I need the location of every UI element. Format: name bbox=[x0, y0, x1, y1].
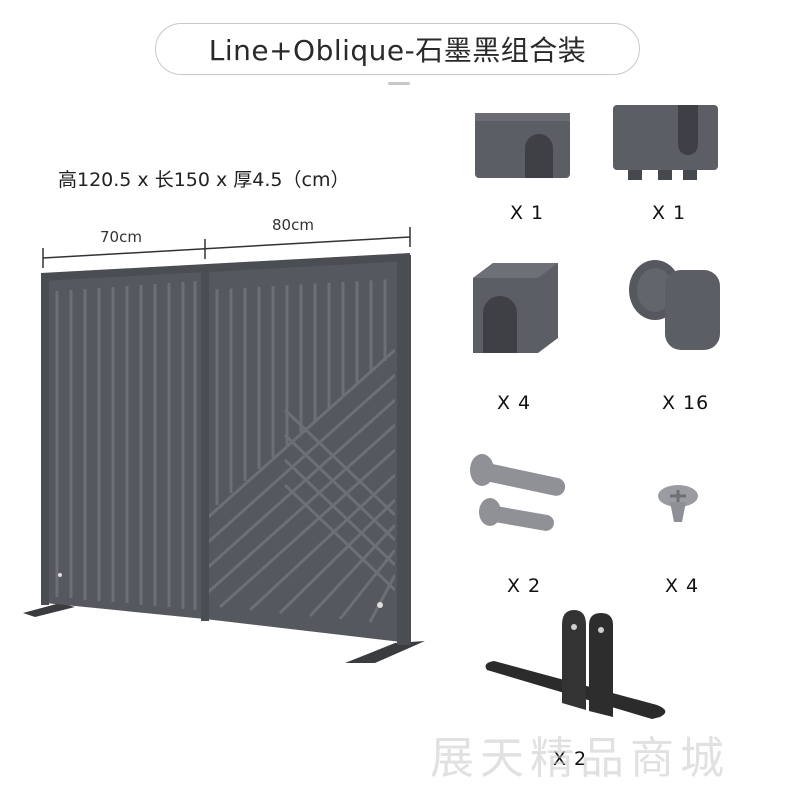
title-divider bbox=[388, 82, 410, 85]
right-panel-width: 80cm bbox=[272, 216, 314, 234]
dimensions-label: 高120.5 x 长150 x 厚4.5（cm） bbox=[58, 169, 350, 191]
screw-icon bbox=[658, 485, 698, 522]
part-qty-5: X 2 bbox=[507, 575, 542, 597]
bolt-icon bbox=[470, 454, 566, 531]
left-panel-width: 70cm bbox=[100, 228, 142, 246]
rubber-plug-icon bbox=[629, 260, 720, 350]
part-qty-3: X 4 bbox=[497, 392, 532, 414]
partition-screen-image bbox=[23, 253, 425, 663]
product-title: Line+Oblique-石墨黑组合装 bbox=[155, 23, 640, 75]
part-qty-2: X 1 bbox=[652, 202, 687, 224]
t-stand-foot-icon bbox=[485, 610, 666, 719]
top-connector-icon bbox=[613, 105, 718, 180]
part-qty-6: X 4 bbox=[665, 575, 700, 597]
part-qty-1: X 1 bbox=[510, 202, 545, 224]
u-clip-icon bbox=[473, 263, 558, 353]
part-qty-4: X 16 bbox=[662, 392, 710, 414]
corner-connector-icon bbox=[475, 113, 570, 178]
part-qty-7: X 2 bbox=[553, 748, 588, 770]
store-watermark: 展天精品商城 bbox=[430, 733, 730, 784]
